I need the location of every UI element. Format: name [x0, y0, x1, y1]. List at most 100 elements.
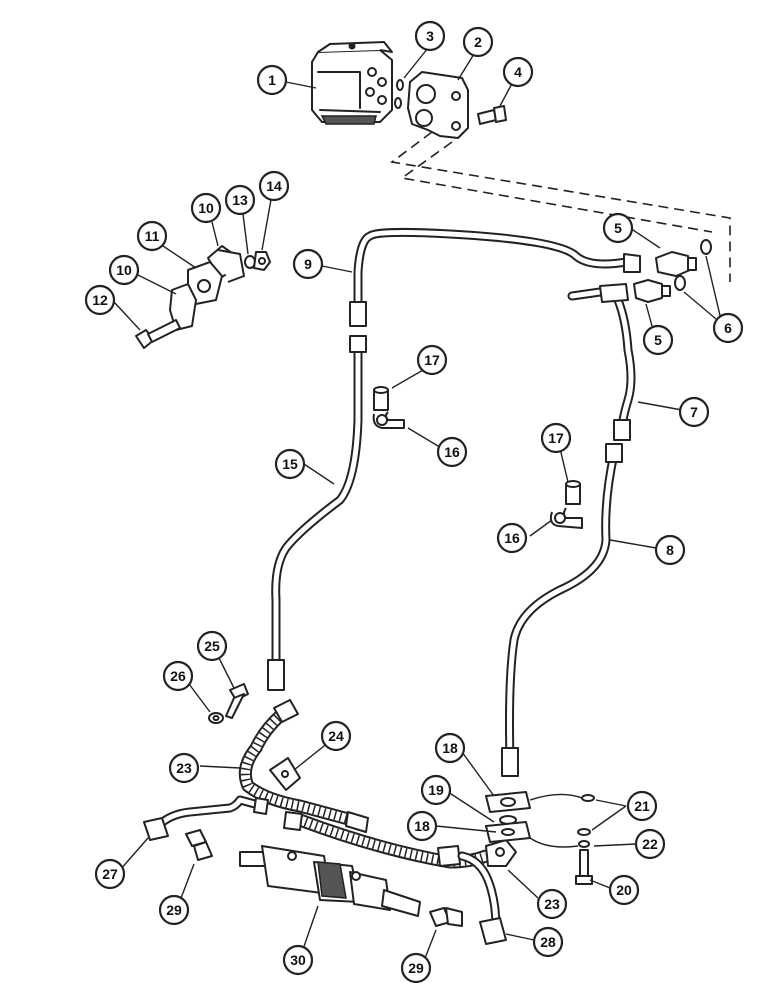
callout-label: 16: [444, 444, 460, 460]
adaptor-5-upper: [655, 239, 712, 277]
callout-label: 18: [414, 818, 430, 834]
callout-27: 27: [94, 858, 126, 890]
callout-22: 22: [634, 828, 666, 860]
callout-label: 8: [666, 542, 674, 558]
callouts: 1 2 3 4 5 5 6 7 8 9 10 10 11 12 13 14 15…: [84, 20, 744, 984]
steering-motor-unit: [311, 41, 393, 125]
callout-5-lower: 5: [642, 324, 674, 356]
callout-label: 6: [724, 320, 732, 336]
callout-17-lower: 17: [540, 422, 572, 454]
callout-label: 23: [544, 896, 560, 912]
callout-label: 18: [442, 740, 458, 756]
washer-26: [208, 712, 224, 724]
callout-30: 30: [282, 944, 314, 976]
callout-19: 19: [420, 774, 452, 806]
callout-25: 25: [196, 630, 228, 662]
callout-20: 20: [608, 874, 640, 906]
callout-8: 8: [654, 534, 686, 566]
clip-16-lower: [549, 507, 583, 529]
o-rings-3: [394, 79, 404, 109]
pipe-28: [457, 851, 507, 945]
callout-label: 15: [282, 456, 298, 472]
pipe-7: [567, 283, 636, 441]
callout-5-upper: 5: [602, 212, 634, 244]
callout-16-upper: 16: [436, 436, 468, 468]
callout-label: 28: [540, 934, 556, 950]
callout-3: 3: [414, 20, 446, 52]
callout-7: 7: [678, 396, 710, 428]
callout-label: 4: [514, 64, 522, 80]
callout-12: 12: [84, 284, 116, 316]
callout-label: 29: [166, 902, 182, 918]
callout-label: 3: [426, 28, 434, 44]
callout-24: 24: [320, 720, 352, 752]
callout-label: 27: [102, 866, 118, 882]
clip-17-upper: [373, 386, 389, 411]
callout-label: 12: [92, 292, 108, 308]
callout-label: 21: [634, 798, 650, 814]
callout-17-upper: 17: [416, 344, 448, 376]
callout-10-lower: 10: [108, 254, 140, 286]
adaptor-block: [407, 71, 469, 139]
flange-curves: [529, 793, 583, 848]
callout-26: 26: [162, 660, 194, 692]
callout-9: 9: [292, 248, 324, 280]
callout-28: 28: [532, 926, 564, 958]
callout-label: 5: [614, 220, 622, 236]
washers-21: [577, 794, 595, 836]
bracket-24: [269, 757, 301, 791]
flange-18-upper: [485, 791, 531, 813]
callout-label: 17: [424, 352, 440, 368]
callout-label: 23: [176, 760, 192, 776]
callout-1: 1: [256, 64, 288, 96]
pipe-8: [501, 443, 623, 777]
callout-label: 1: [268, 72, 276, 88]
callout-29-right: 29: [400, 952, 432, 984]
pipe-9: [349, 227, 641, 327]
callout-label: 16: [504, 530, 520, 546]
callout-label: 5: [654, 332, 662, 348]
clip-16-upper: [372, 411, 405, 429]
callout-label: 19: [428, 782, 444, 798]
leader-lines: [113, 47, 723, 967]
callout-4: 4: [502, 56, 534, 88]
callout-23-right: 23: [536, 888, 568, 920]
callout-14: 14: [258, 170, 290, 202]
bolt-4: [477, 105, 507, 125]
callout-label: 13: [232, 192, 248, 208]
callout-2: 2: [462, 26, 494, 58]
callout-label: 11: [145, 228, 160, 244]
washer-22: [578, 840, 590, 848]
callout-label: 7: [690, 404, 698, 420]
dashed-connection-lines: [390, 131, 731, 282]
callout-label: 9: [304, 256, 312, 272]
callout-label: 14: [266, 178, 282, 194]
callout-15: 15: [274, 448, 306, 480]
callout-label: 2: [474, 34, 482, 50]
callout-11: 11: [136, 220, 168, 252]
pipe-27: [143, 795, 269, 841]
pipe-15: [267, 335, 367, 691]
callout-label: 30: [290, 952, 306, 968]
callout-16-lower: 16: [496, 522, 528, 554]
callout-13: 13: [224, 184, 256, 216]
callout-label: 29: [408, 960, 424, 976]
bolt-20: [575, 849, 593, 885]
callout-18-lower: 18: [406, 810, 438, 842]
callout-18-upper: 18: [434, 732, 466, 764]
callout-23-left: 23: [168, 752, 200, 784]
callout-label: 10: [116, 262, 132, 278]
callout-label: 25: [204, 638, 220, 654]
callout-label: 24: [328, 728, 344, 744]
callout-label: 26: [170, 668, 186, 684]
elbow-fitting: [485, 839, 517, 867]
bolt-25: [225, 683, 249, 719]
callout-label: 10: [198, 200, 214, 216]
flange-18-lower: [485, 821, 531, 843]
adaptor-29-left: [185, 829, 213, 861]
callout-10-upper: 10: [190, 192, 222, 224]
adaptor-29-right: [429, 907, 463, 927]
callout-29-left: 29: [158, 894, 190, 926]
callout-21: 21: [626, 790, 658, 822]
